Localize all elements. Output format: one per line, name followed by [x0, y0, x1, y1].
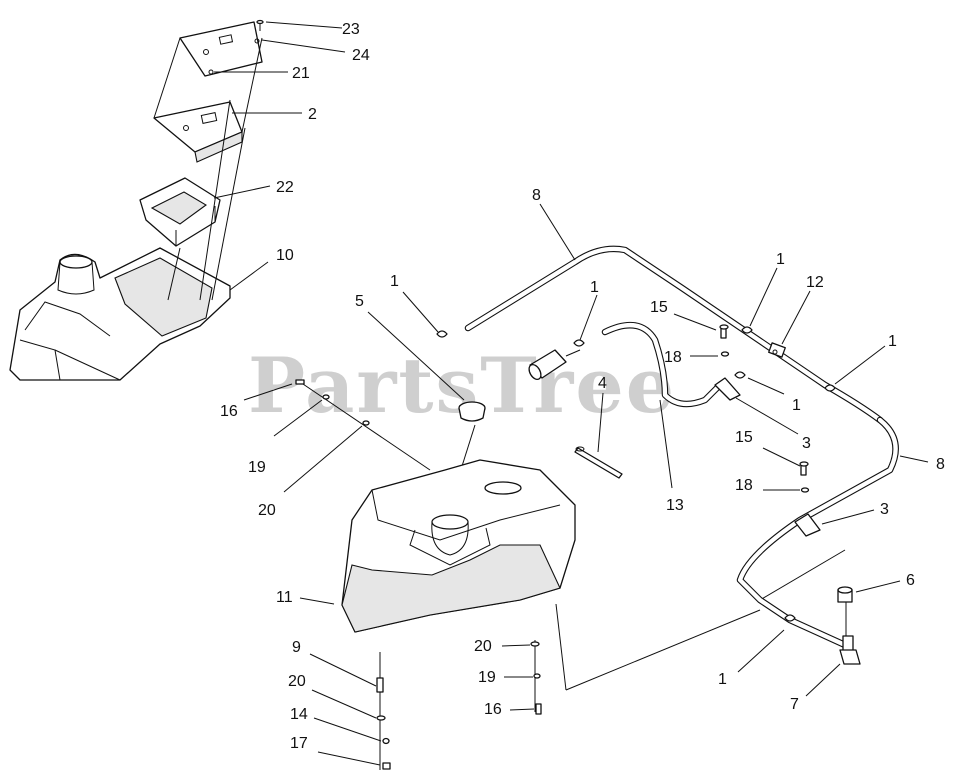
fuel-line-part-8-lower [736, 416, 899, 649]
callout-20-left: 20 [258, 502, 276, 519]
fuel-hose-part-13 [601, 321, 724, 408]
callout-3-upper: 3 [802, 435, 811, 452]
fasteners-bottom-9-20-14-17 [376, 677, 391, 770]
callout-8-upper: 8 [532, 187, 541, 204]
callout-3-lower: 3 [880, 501, 889, 518]
callout-4: 4 [598, 375, 607, 392]
callout-15-lower: 15 [735, 429, 753, 446]
fasteners-center-20-19-16 [530, 641, 542, 715]
callout-11: 11 [276, 589, 293, 606]
fasteners-left-16-19-20 [295, 379, 370, 426]
cover-plate-part-21 [179, 21, 263, 77]
callout-23: 23 [342, 21, 360, 38]
callout-9: 9 [292, 639, 301, 656]
callout-8-lower: 8 [936, 456, 945, 473]
callout-1-e: 1 [792, 397, 801, 414]
callout-15-upper: 15 [650, 299, 668, 316]
callout-18-upper: 18 [664, 349, 682, 366]
callout-20-center: 20 [474, 638, 492, 655]
screw-part-15-lower [799, 461, 809, 476]
screw-part-15-upper [719, 324, 729, 339]
callout-6: 6 [906, 572, 915, 589]
valve-part-7 [839, 635, 861, 665]
callout-24: 24 [352, 47, 370, 64]
callout-1-d: 1 [888, 333, 897, 350]
hose-clamps-part-1 [436, 326, 836, 622]
callout-19-left: 19 [248, 459, 266, 476]
callout-1-c: 1 [776, 251, 785, 268]
callout-22: 22 [276, 179, 294, 196]
callout-labels: 23 24 21 2 22 10 8 1 1 1 12 1 5 15 18 4 … [220, 21, 945, 752]
hose-clip-part-3-lower [794, 513, 821, 537]
callout-16-center: 16 [484, 701, 502, 718]
callout-20-bottom: 20 [288, 673, 306, 690]
callout-12: 12 [806, 274, 824, 291]
leader-lines [213, 21, 929, 766]
callout-17: 17 [290, 735, 308, 752]
callout-5: 5 [355, 293, 364, 310]
washer-part-18-upper [720, 351, 730, 357]
callout-21: 21 [292, 65, 310, 82]
screw-part-23 [256, 19, 264, 31]
fuel-line-part-8-upper [464, 245, 884, 424]
hose-clip-part-3-upper [714, 377, 741, 401]
callout-1-a: 1 [390, 273, 399, 290]
callout-1-f: 1 [718, 671, 727, 688]
callout-2: 2 [308, 106, 317, 123]
fuel-tank-shroud-part-10 [9, 247, 231, 381]
callout-14: 14 [290, 706, 308, 723]
washer-part-18-lower [800, 487, 810, 493]
callout-19-center: 19 [478, 669, 496, 686]
fuel-tank-part-11 [341, 459, 576, 633]
callout-7: 7 [790, 696, 799, 713]
callout-16-left: 16 [220, 403, 238, 420]
bracket-part-22 [139, 177, 221, 247]
callout-18-lower: 18 [735, 477, 753, 494]
fuel-filter [528, 349, 581, 381]
callout-10: 10 [276, 247, 294, 264]
callout-13: 13 [666, 497, 684, 514]
fuel-cap-part-5 [458, 401, 486, 422]
grommet-part-6 [837, 586, 853, 603]
rod-part-4 [574, 446, 623, 479]
tee-fitting-part-12 [768, 342, 786, 358]
callout-1-b: 1 [590, 279, 599, 296]
